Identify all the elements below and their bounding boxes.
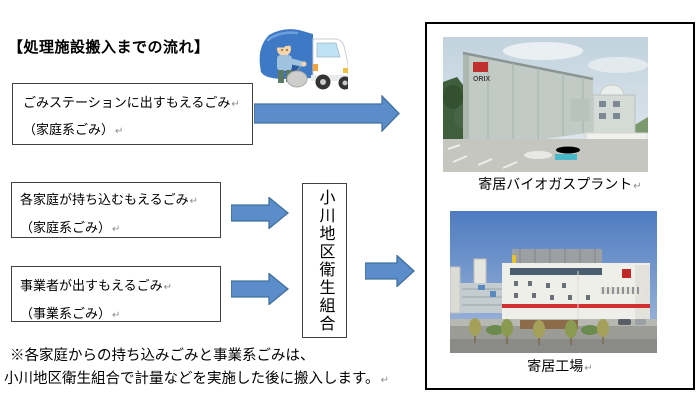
flow-box-business-waste: 事業者が出すもえるごみ↵ （事業系ごみ）↵ xyxy=(11,266,221,322)
flow-arrow-household-to-association xyxy=(231,197,289,229)
line-break-mark: ↵ xyxy=(112,310,121,321)
biogas-plant-photo: ORIX xyxy=(443,37,648,172)
line-break-mark: ↵ xyxy=(115,126,124,137)
line-break-mark: ↵ xyxy=(633,181,642,192)
building-logo-text: ORIX xyxy=(473,76,490,83)
biogas-plant-caption: 寄居バイオガスプラント↵ xyxy=(478,178,642,193)
flow-arrow-station-to-plant xyxy=(254,95,400,132)
flow-box-sanitation-association: 小川地区衛生組合 xyxy=(302,183,347,338)
flow-box-text: ごみステーションに出すもえるごみ xyxy=(23,95,231,110)
footnote-line-2: 小川地区衛生組合で計量などを実施した後に搬入します。↵ xyxy=(4,371,389,387)
flow-arrow-business-to-association xyxy=(231,273,289,305)
association-label: 小川地区衛生組合 xyxy=(316,188,334,333)
flow-box-text: （家庭系ごみ） xyxy=(20,220,112,235)
flow-box-text: 各家庭が持ち込むもえるごみ xyxy=(20,192,189,207)
line-break-mark: ↵ xyxy=(231,99,240,110)
line-break-mark: ↵ xyxy=(189,196,199,207)
line-break-mark: ↵ xyxy=(163,282,173,293)
roadside-trees xyxy=(469,318,609,345)
line-break-mark: ↵ xyxy=(380,375,389,386)
factory-caption: 寄居工場↵ xyxy=(527,360,593,375)
flow-box-text: （家庭系ごみ） xyxy=(23,122,115,137)
flow-box-text: 事業者が出すもえるごみ xyxy=(20,278,163,293)
factory-photo xyxy=(450,211,657,353)
flow-box-household-waste: 各家庭が持ち込むもえるごみ↵ （家庭系ごみ）↵ xyxy=(11,182,221,238)
line-break-mark: ↵ xyxy=(584,363,593,374)
flow-arrow-association-to-factory xyxy=(365,255,415,287)
page-title: 【処理施設搬入までの流れ】 xyxy=(8,40,210,56)
line-break-mark: ↵ xyxy=(112,224,121,235)
flow-box-text: （事業系ごみ） xyxy=(20,306,112,321)
flow-box-station-waste: ごみステーションに出すもえるごみ↵ （家庭系ごみ）↵ xyxy=(12,83,253,145)
garbage-truck-illustration xyxy=(259,29,348,90)
footnote-line-1: ※各家庭からの持ち込みごみと事業系ごみは、 xyxy=(10,348,315,364)
